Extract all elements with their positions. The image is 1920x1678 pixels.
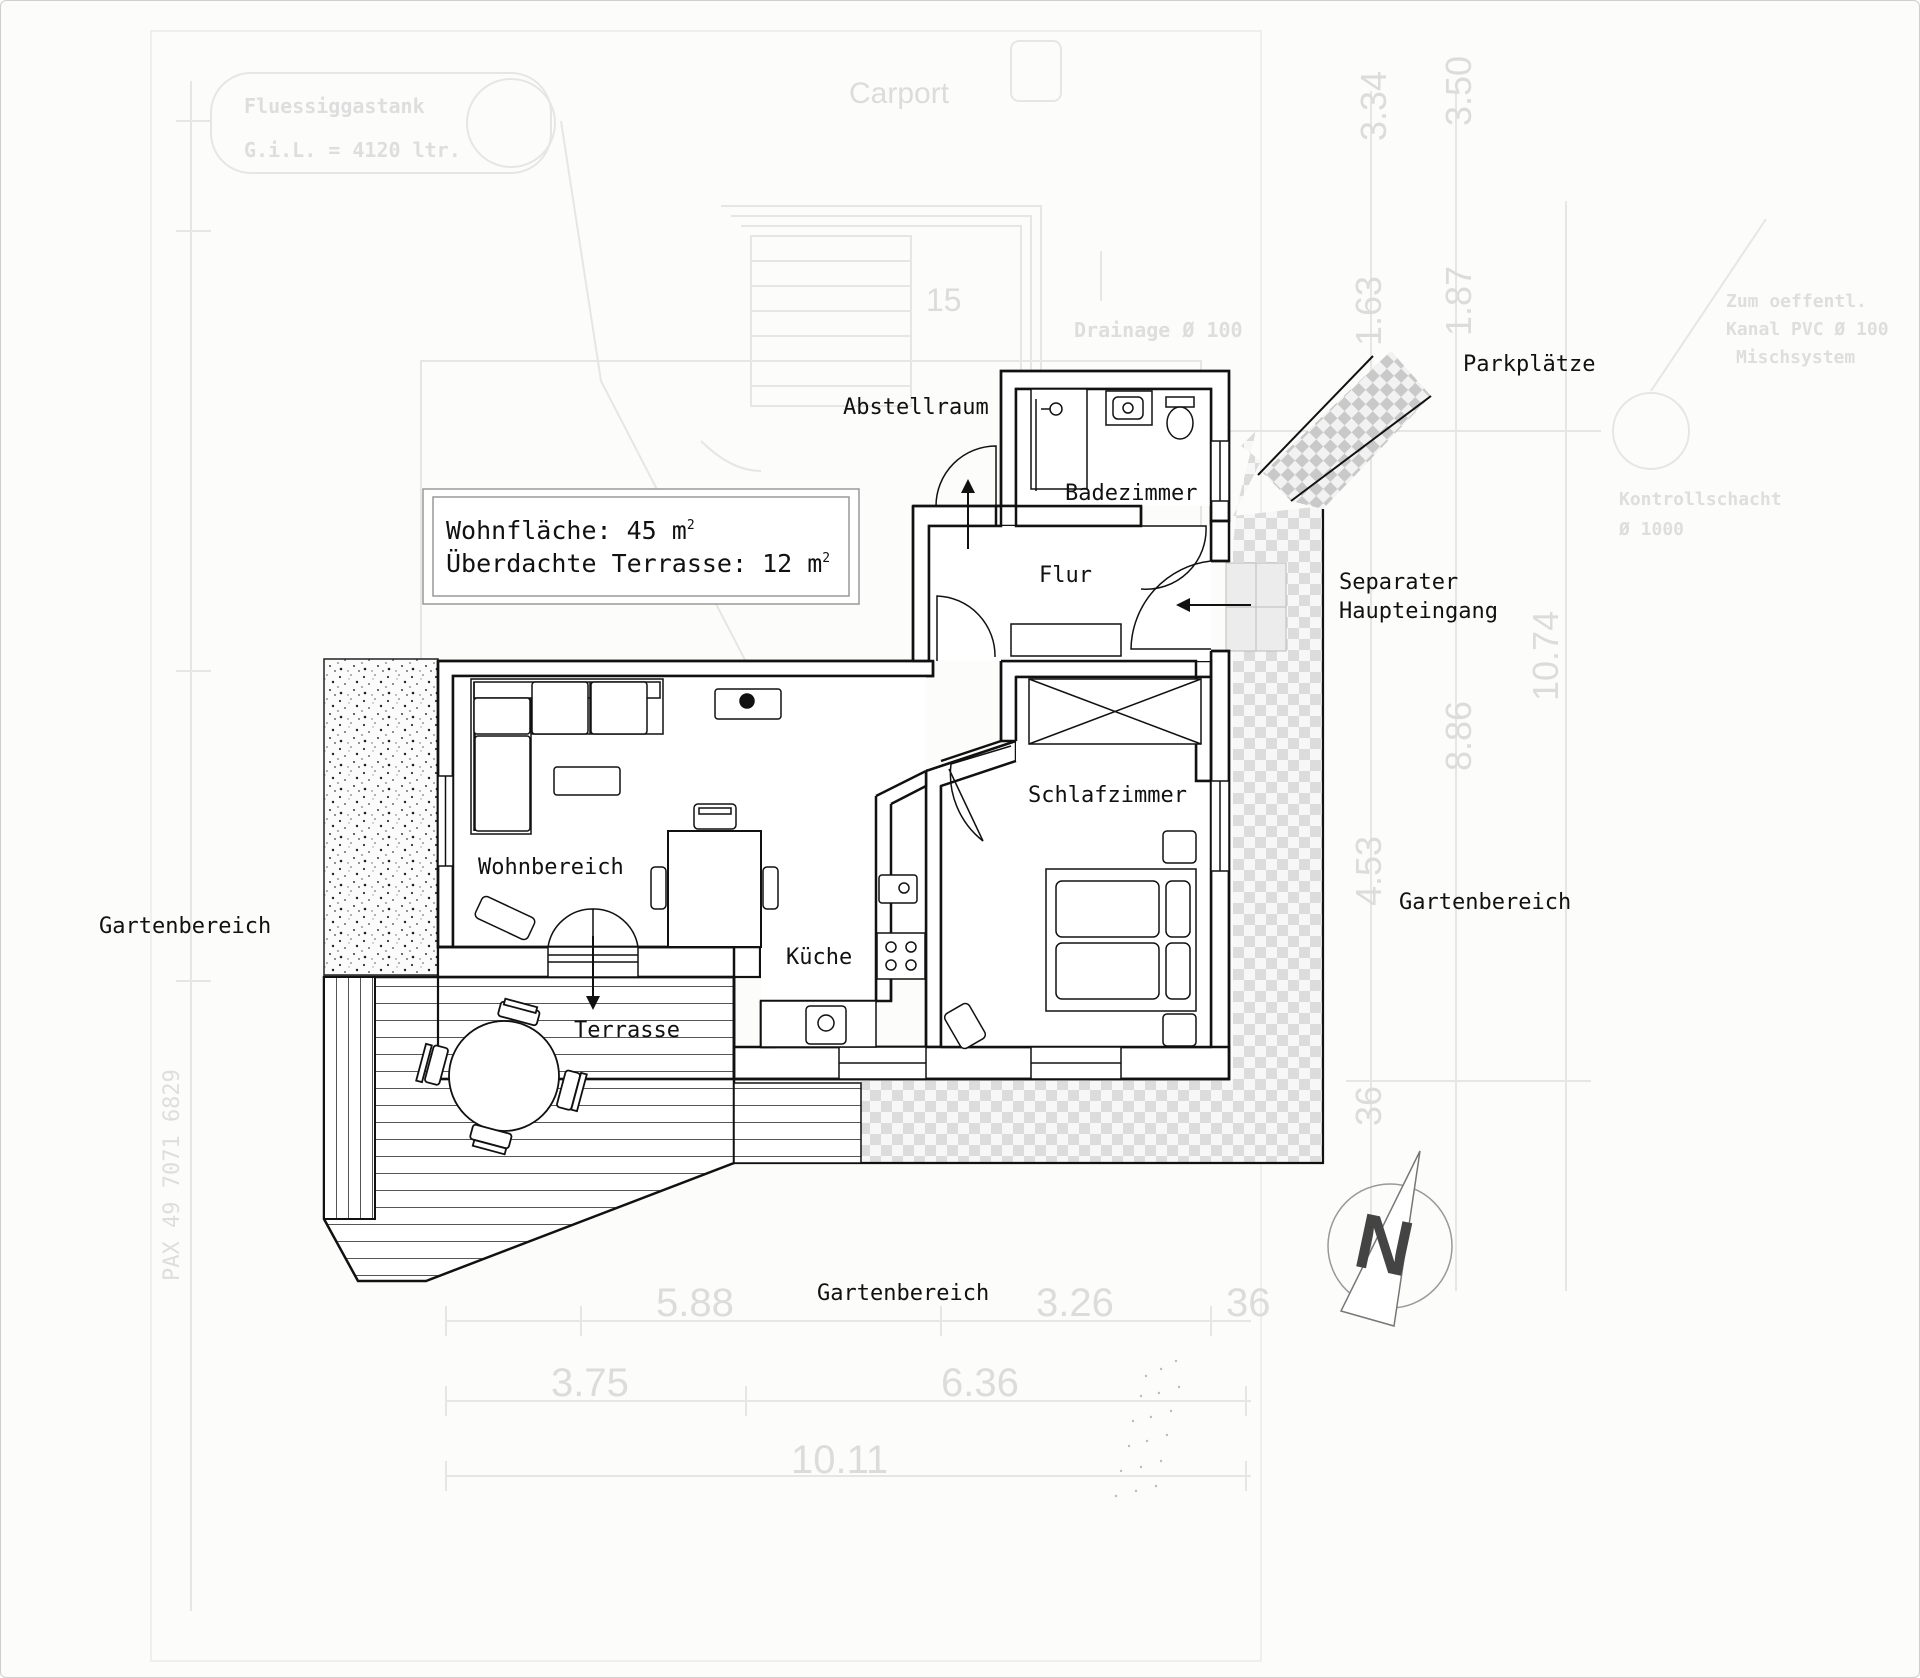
room-label-kueche: Küche bbox=[786, 945, 852, 970]
speckles bbox=[1114, 1359, 1181, 1498]
room-label-schlafzimmer: Schlafzimmer bbox=[1028, 783, 1187, 808]
svg-text:3.26: 3.26 bbox=[1036, 1281, 1114, 1325]
svg-text:3.34: 3.34 bbox=[1353, 71, 1394, 141]
svg-text:Zum oeffentl.: Zum oeffentl. bbox=[1726, 291, 1867, 312]
label-garten-bottom: Gartenbereich bbox=[817, 1281, 989, 1306]
label-parkplaetze: Parkplätze bbox=[1463, 352, 1595, 377]
paving-path bbox=[861, 431, 1323, 1163]
room-label-wohnbereich: Wohnbereich bbox=[478, 855, 624, 880]
terrace-area-text: Überdachte Terrasse: 12 m2 bbox=[446, 549, 830, 578]
svg-text:G.i.L. = 4120 ltr.: G.i.L. = 4120 ltr. bbox=[244, 138, 461, 162]
area-info-box: Wohnfläche: 45 m2 Überdachte Terrasse: 1… bbox=[422, 488, 860, 605]
svg-text:Kontrollschacht: Kontrollschacht bbox=[1619, 489, 1782, 510]
svg-text:36: 36 bbox=[1348, 1086, 1389, 1126]
background-plan-text: Carport Fluessiggastank G.i.L. = 4120 lt… bbox=[160, 56, 1889, 1482]
terrace-edge-boards bbox=[323, 976, 376, 1220]
svg-text:Ø 1000: Ø 1000 bbox=[1618, 519, 1684, 540]
compass-needle bbox=[1339, 1150, 1421, 1327]
info-box-inner bbox=[432, 496, 850, 597]
svg-text:10.74: 10.74 bbox=[1525, 611, 1566, 701]
svg-text:6.36: 6.36 bbox=[941, 1361, 1019, 1405]
room-label-flur: Flur bbox=[1039, 563, 1092, 588]
svg-text:3.75: 3.75 bbox=[551, 1361, 629, 1405]
svg-text:4.53: 4.53 bbox=[1348, 836, 1389, 906]
doors bbox=[547, 445, 1212, 948]
chair bbox=[943, 1002, 987, 1050]
terrace-extension bbox=[733, 1082, 862, 1164]
svg-text:1.63: 1.63 bbox=[1348, 276, 1389, 346]
north-compass: N bbox=[1327, 1150, 1453, 1327]
svg-text:Carport: Carport bbox=[849, 77, 950, 110]
living-area-text: Wohnfläche: 45 m2 bbox=[446, 516, 695, 545]
toilet bbox=[1165, 396, 1195, 408]
room-label-badezimmer: Badezimmer bbox=[1065, 481, 1197, 506]
svg-text:Fluessiggastank: Fluessiggastank bbox=[244, 94, 425, 118]
svg-text:15: 15 bbox=[926, 282, 962, 318]
compass-letter: N bbox=[1348, 1196, 1421, 1294]
kitchen-stove bbox=[876, 932, 926, 980]
nightstand bbox=[1162, 830, 1197, 864]
armchair bbox=[474, 895, 536, 941]
svg-text:8.86: 8.86 bbox=[1438, 701, 1479, 771]
svg-text:10.11: 10.11 bbox=[791, 1438, 888, 1482]
gravel-bed bbox=[323, 658, 439, 976]
kitchen-sink bbox=[805, 1005, 847, 1045]
svg-text:PAX 49 7071 6829: PAX 49 7071 6829 bbox=[160, 1069, 185, 1281]
label-eingang-1: Separater bbox=[1339, 570, 1458, 595]
svg-text:Mischsystem: Mischsystem bbox=[1736, 347, 1855, 368]
svg-text:5.88: 5.88 bbox=[656, 1281, 734, 1325]
svg-text:Drainage Ø 100: Drainage Ø 100 bbox=[1074, 318, 1243, 342]
dining-table bbox=[667, 830, 762, 948]
room-label-terrasse: Terrasse bbox=[574, 1018, 680, 1043]
label-garten-left: Gartenbereich bbox=[99, 914, 271, 939]
parking-edge bbox=[1257, 355, 1432, 502]
svg-text:Kanal PVC Ø 100: Kanal PVC Ø 100 bbox=[1726, 319, 1889, 340]
hall-bench bbox=[1010, 623, 1122, 657]
label-eingang-2: Haupteingang bbox=[1339, 599, 1498, 624]
svg-text:36: 36 bbox=[1226, 1281, 1271, 1325]
microwave bbox=[878, 874, 918, 904]
coffee-table bbox=[553, 766, 621, 796]
label-garten-right: Gartenbereich bbox=[1399, 890, 1571, 915]
path-border bbox=[731, 509, 1325, 1165]
svg-text:3.50: 3.50 bbox=[1438, 56, 1479, 126]
room-label-abstellraum: Abstellraum bbox=[843, 395, 989, 420]
furniture bbox=[470, 388, 1202, 1050]
svg-text:1.87: 1.87 bbox=[1438, 266, 1479, 336]
outdoor-dining-set bbox=[415, 997, 588, 1156]
parking-paving bbox=[1263, 351, 1431, 509]
